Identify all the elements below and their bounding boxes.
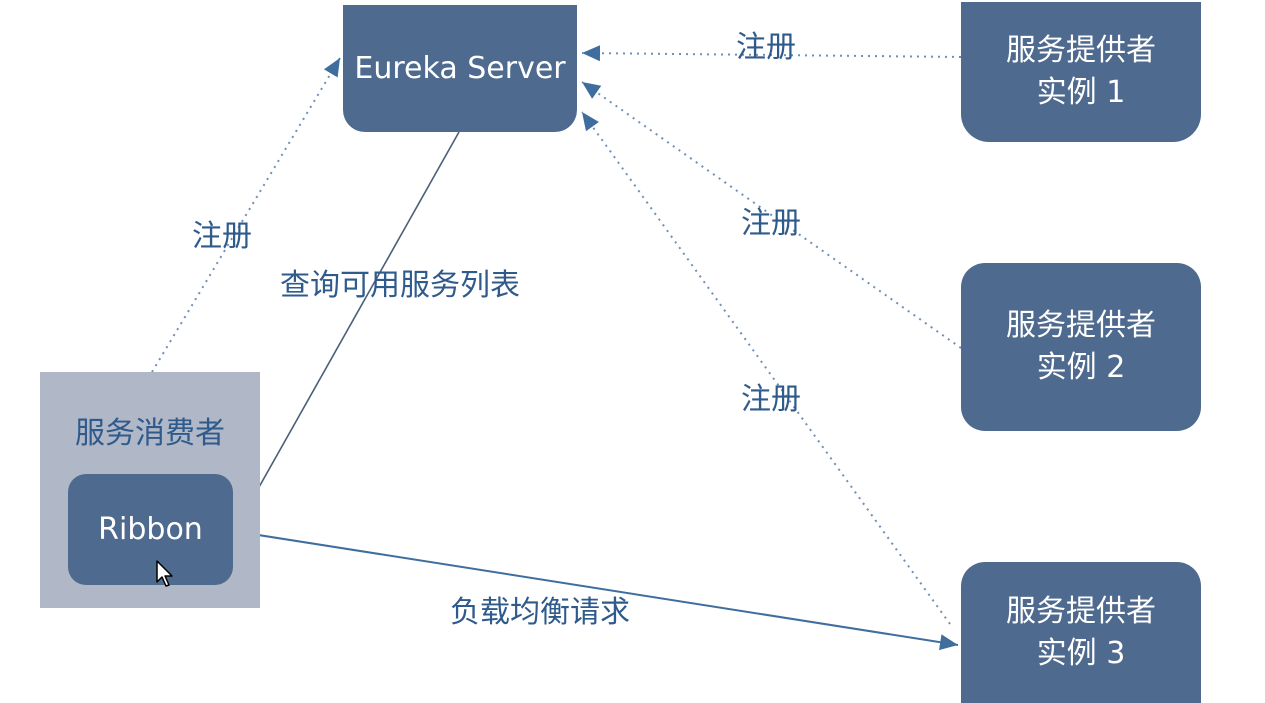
edge-register-consumer	[151, 57, 341, 373]
ribbon-label: Ribbon	[98, 512, 203, 547]
query-services-label: 查询可用服务列表	[280, 268, 520, 303]
load-balance-label: 负载均衡请求	[450, 595, 630, 630]
register-label-consumer: 注册	[192, 219, 252, 254]
edge-register-provider-1	[581, 45, 962, 62]
register-label-provider-2: 注册	[741, 206, 801, 241]
provider-3-title: 服务提供者	[1006, 593, 1156, 629]
mouse-cursor-icon	[156, 560, 173, 587]
edge-register-provider-2	[581, 81, 962, 349]
edge-register-provider-3	[581, 111, 951, 625]
edge-query-services	[235, 131, 460, 529]
register-label-provider-3: 注册	[741, 382, 801, 417]
provider-instance-1-node: 服务提供者 实例 1	[961, 2, 1201, 142]
provider-instance-2-node: 服务提供者 实例 2	[961, 263, 1201, 431]
eureka-server-node: Eureka Server	[343, 5, 577, 132]
provider-2-instance: 实例 2	[1036, 350, 1126, 385]
edge-load-balance	[232, 530, 959, 651]
provider-3-instance: 实例 3	[1036, 635, 1126, 671]
provider-2-title: 服务提供者	[1006, 308, 1156, 343]
provider-1-instance: 实例 1	[1036, 75, 1126, 110]
register-label-provider-1: 注册	[736, 30, 796, 65]
service-consumer-label: 服务消费者	[75, 416, 225, 451]
provider-1-title: 服务提供者	[1006, 33, 1156, 68]
provider-instance-3-node: 服务提供者 实例 3	[961, 562, 1201, 703]
ribbon-node: Ribbon	[68, 474, 233, 585]
eureka-server-label: Eureka Server	[354, 51, 566, 86]
